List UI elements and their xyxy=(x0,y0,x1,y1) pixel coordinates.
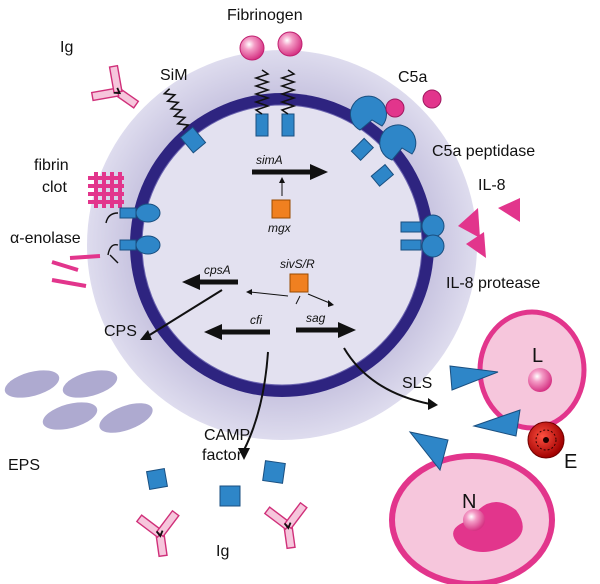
label-fibrinogen: Fibrinogen xyxy=(227,7,303,24)
mgx-box xyxy=(271,199,291,219)
cell-l xyxy=(477,309,587,431)
label-factor: factor xyxy=(202,447,243,464)
gene-simA: simA xyxy=(256,153,283,167)
gene-sag: sag xyxy=(306,311,326,325)
export-arrows xyxy=(147,289,431,451)
il8-triangle xyxy=(466,232,486,258)
c5a-molecule xyxy=(385,98,405,118)
c5a-peptidase xyxy=(350,89,442,187)
label-cell-l: L xyxy=(532,345,543,367)
camp-factor-squares xyxy=(145,460,286,507)
cell-interior xyxy=(142,105,422,385)
il8-protease xyxy=(400,198,520,258)
fibrinogen-ball xyxy=(277,31,303,57)
fibrinogen-receptors xyxy=(239,31,303,137)
label-sim: SiM xyxy=(160,67,188,84)
label-cps: CPS xyxy=(104,323,137,340)
enolase-receptors xyxy=(105,203,161,264)
gene-regulation xyxy=(182,164,356,340)
label-il8: IL-8 xyxy=(478,177,506,194)
sivsr-box xyxy=(289,273,309,293)
c5a-molecule xyxy=(422,89,442,109)
label-sls: SLS xyxy=(402,375,432,392)
fibrin-clot xyxy=(88,172,124,208)
enolase-fragments xyxy=(51,254,101,288)
label-fibrin: fibrin xyxy=(34,157,69,174)
label-camp: CAMP xyxy=(204,427,250,444)
label-cell-n: N xyxy=(462,491,476,513)
label-il8-protease: IL-8 protease xyxy=(446,275,540,292)
label-cell-e: E xyxy=(564,451,577,473)
label-c5a: C5a xyxy=(398,69,427,86)
cell-e xyxy=(527,421,565,459)
cell-n xyxy=(389,453,555,584)
fibrinogen-ball xyxy=(239,35,265,61)
il8-triangle xyxy=(498,198,520,222)
label-c5a-peptidase: C5a peptidase xyxy=(432,143,535,160)
gene-cfi: cfi xyxy=(250,313,262,327)
sls-toxin xyxy=(408,365,521,472)
label-eps: EPS xyxy=(8,457,40,474)
il8-triangle xyxy=(458,208,480,238)
ig-antibody-bottom-right xyxy=(263,501,313,552)
gene-sivSR: sivS/R xyxy=(280,257,315,271)
sim-protein xyxy=(162,88,207,154)
gene-cpsA: cpsA xyxy=(204,263,231,277)
ig-antibody-bottom-left xyxy=(135,509,185,560)
eps-particles xyxy=(4,370,153,433)
label-ig-top: Ig xyxy=(60,39,73,56)
label-alpha-enolase: α-enolase xyxy=(10,230,81,247)
label-clot: clot xyxy=(42,179,67,196)
gene-mgx: mgx xyxy=(268,221,292,235)
label-ig-bottom: Ig xyxy=(216,543,229,560)
